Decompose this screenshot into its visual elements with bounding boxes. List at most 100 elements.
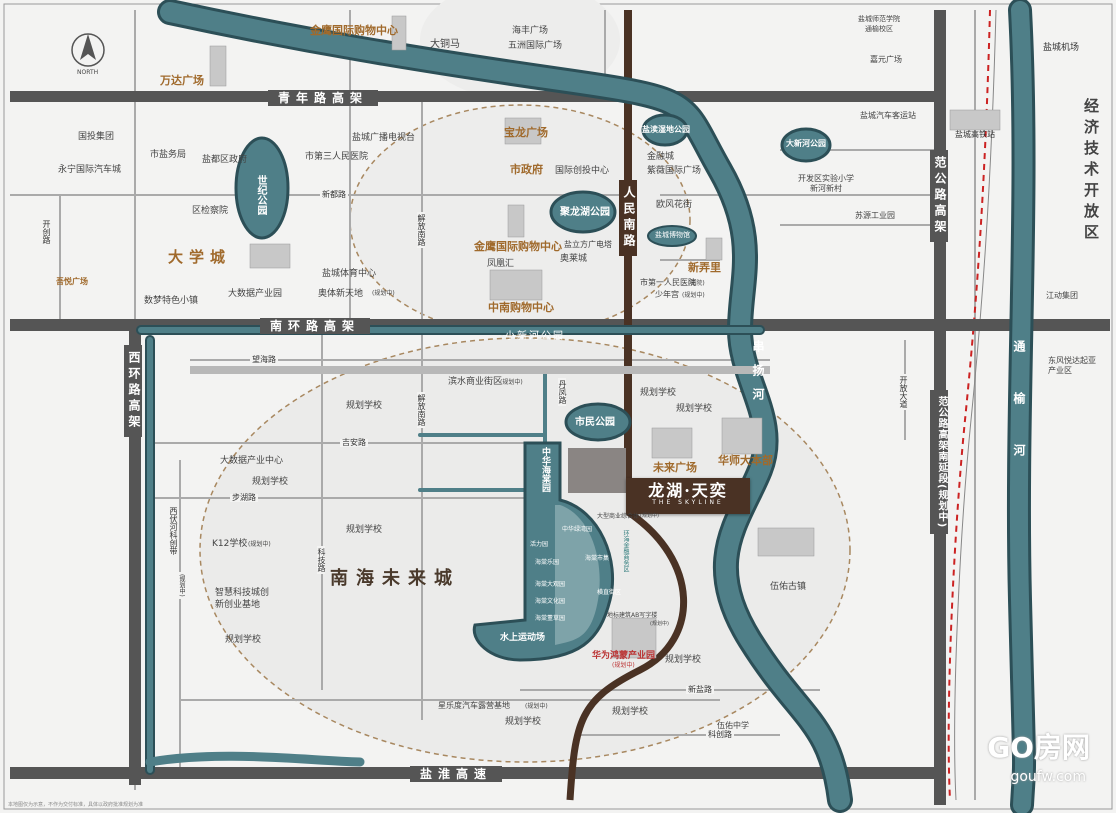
renmin-south-label: 人民南路	[619, 180, 637, 256]
footnote: 本地图仅为示意，不作为交付标准，具体以政府批准规划为准	[8, 802, 144, 808]
xiaoxinhe-park-label: 小新河公园	[505, 331, 565, 342]
road-keji: 科技路	[317, 546, 326, 574]
julonghu-park-label: 聚龙湖公园	[560, 207, 610, 218]
label-normal-univ: 盐城师范学院	[858, 15, 900, 23]
label-plan-school-8: 规划学校	[612, 707, 649, 717]
zhonghua-haitang-label: 中华海棠园	[540, 447, 550, 492]
nanhai-district-label: 南海未来城	[330, 568, 460, 589]
label-zixiu: 紫薇国际广场	[647, 166, 702, 176]
road-jian: 吉安路	[340, 438, 368, 447]
huashi-label: 华师大本部	[718, 454, 773, 467]
label-shaonian-note: (规划中)	[682, 292, 705, 299]
label-aolai: 奥莱城	[560, 254, 588, 264]
label-sufang: 苏源工业园	[855, 211, 895, 220]
label-bigdata-center: 大数据产业中心	[220, 456, 284, 466]
chuanyang-river-label: 串扬河	[751, 340, 765, 412]
shimin-park-label: 市民公园	[575, 417, 615, 428]
label-bigdata: 大数据产业园	[228, 289, 283, 299]
road-jiefang: 解放南路	[417, 212, 426, 248]
label-museum: 盐城博物馆	[655, 231, 690, 239]
label-shiyi-note: (南院)	[688, 280, 705, 287]
fangong-south-label: 范公路高架南延段(规划中)	[930, 390, 948, 535]
building-icons	[209, 15, 1001, 659]
road-xifu: 西伏河科创带	[169, 505, 178, 557]
label-yandu-gov: 盐都区政府	[202, 155, 248, 165]
label-jiyue: 吾悦广场	[56, 277, 88, 286]
label-wuyou-zx: 伍佑中学	[717, 721, 749, 730]
label-zhonghua-tai: 中华绿湾园	[562, 526, 593, 533]
label-datongma: 大铜马	[430, 39, 460, 50]
label-jiangdong: 江动集团	[1046, 291, 1078, 300]
shimin-lake	[564, 402, 632, 442]
label-gaotie: 盐城高铁站	[955, 130, 995, 139]
label-aotiyi: 奥体新天地	[318, 289, 364, 299]
label-dahui-note: (规划中)	[640, 513, 659, 519]
label-dahui: 大型商业综合体	[597, 513, 640, 520]
project-site	[568, 448, 626, 493]
road-kechuang: 科创路	[706, 730, 734, 739]
label-haitang-da: 海棠大观园	[535, 581, 566, 588]
road-wanghai: 望海路	[250, 355, 278, 364]
label-haitang-gw: 海棠董草园	[535, 615, 566, 622]
label-hailandong: 环海金融商务区	[622, 530, 629, 572]
label-xingle-note: (规划中)	[525, 703, 548, 710]
label-plan-school-7: 规划学校	[665, 655, 702, 665]
label-guotou: 国投集团	[78, 132, 115, 142]
yanhuai-expressway-label: 盐淮高速	[410, 766, 503, 782]
huawei-note: (规划中)	[612, 662, 635, 669]
xihuan-expressway-label: 西环路高架	[124, 345, 142, 437]
road-kaichuang: 开创路	[42, 218, 51, 246]
label-plan-school-9: 规划学校	[505, 717, 542, 727]
qingnian-expressway-label: 青年路高架	[268, 90, 379, 106]
shiji-park-label: 世纪公园	[255, 175, 266, 215]
label-plan-school-1: 规划学校	[346, 401, 383, 411]
label-airport: 盐城机场	[1043, 43, 1080, 53]
yandu-wetland-label: 盐渎湿地公园	[642, 125, 690, 134]
project-name: 龙湖·天奕	[648, 481, 728, 500]
label-yancheng-tv: 盐城广播电视台	[352, 133, 416, 143]
daxinhe-lake	[780, 127, 832, 163]
label-yongning: 永宁国际汽车城	[58, 165, 122, 175]
label-huoli: 活力园	[530, 541, 549, 548]
label-k12: K12学校	[212, 539, 248, 549]
label-shuzhi: 数梦特色小镇	[144, 296, 199, 306]
road-xinyan: 新盐路	[686, 685, 714, 694]
road-jiefang-south: 解放南路	[417, 392, 426, 428]
road-buhu: 步湖路	[230, 493, 258, 502]
label-youzi: 伍佑古镇	[770, 582, 807, 592]
road-danfeng: 丹凤路	[558, 378, 567, 406]
julonghu-lake	[549, 190, 617, 234]
daxinhe-park-label: 大新河公园	[786, 139, 826, 148]
compass-label: NORTH	[77, 69, 99, 76]
baolong-label: 宝龙广场	[504, 126, 548, 139]
label-dongfeng: 东风悦达起亚产业区	[1048, 356, 1096, 376]
xinnongli-label: 新弄里	[688, 261, 721, 274]
shuishang-label: 水上运动场	[500, 633, 546, 643]
weilai-label: 未来广场	[653, 461, 697, 474]
label-haitang-town: 海棠市集	[585, 555, 610, 562]
shiji-lake	[234, 136, 290, 240]
yandu-wetland-lake	[641, 113, 689, 147]
label-fengfeng: 凤凰汇	[487, 259, 515, 269]
watermark-url: goufw.com	[1010, 769, 1086, 785]
river-system	[136, 0, 1037, 813]
label-normal-campus: 通榆校区	[865, 25, 893, 33]
project-marker[interactable]: 龙湖·天奕 THE SKYLINE	[626, 478, 750, 514]
label-wuzhou: 五洲国际广场	[508, 41, 563, 51]
tongyu-river-label: 通榆河	[1012, 340, 1026, 496]
label-binshui-note: (规划中)	[500, 379, 523, 386]
wanda-label: 万达广场	[160, 74, 204, 87]
label-hengrui: 横直街区	[597, 589, 622, 596]
road-xindu: 新都路	[320, 190, 348, 199]
label-smart: 智慧科技城创新创业基地	[215, 588, 270, 610]
label-jinrongcheng: 金融城	[647, 152, 675, 162]
econ-zone-label: 经济技术开放区	[1082, 98, 1100, 245]
railway-line	[947, 9, 991, 801]
nanhuan-expressway-label: 南环路高架	[260, 318, 371, 334]
jinying-mid-label: 金鹰国际购物中心	[474, 240, 562, 253]
label-bus-station: 盐城汽车客运站	[860, 111, 916, 120]
jinying-north-label: 金鹰国际购物中心	[310, 24, 398, 37]
label-xinhe: 新河新村	[810, 184, 842, 193]
label-k12-note: (规划中)	[248, 541, 271, 548]
label-xingle: 星乐度汽车露营基地	[438, 701, 510, 710]
